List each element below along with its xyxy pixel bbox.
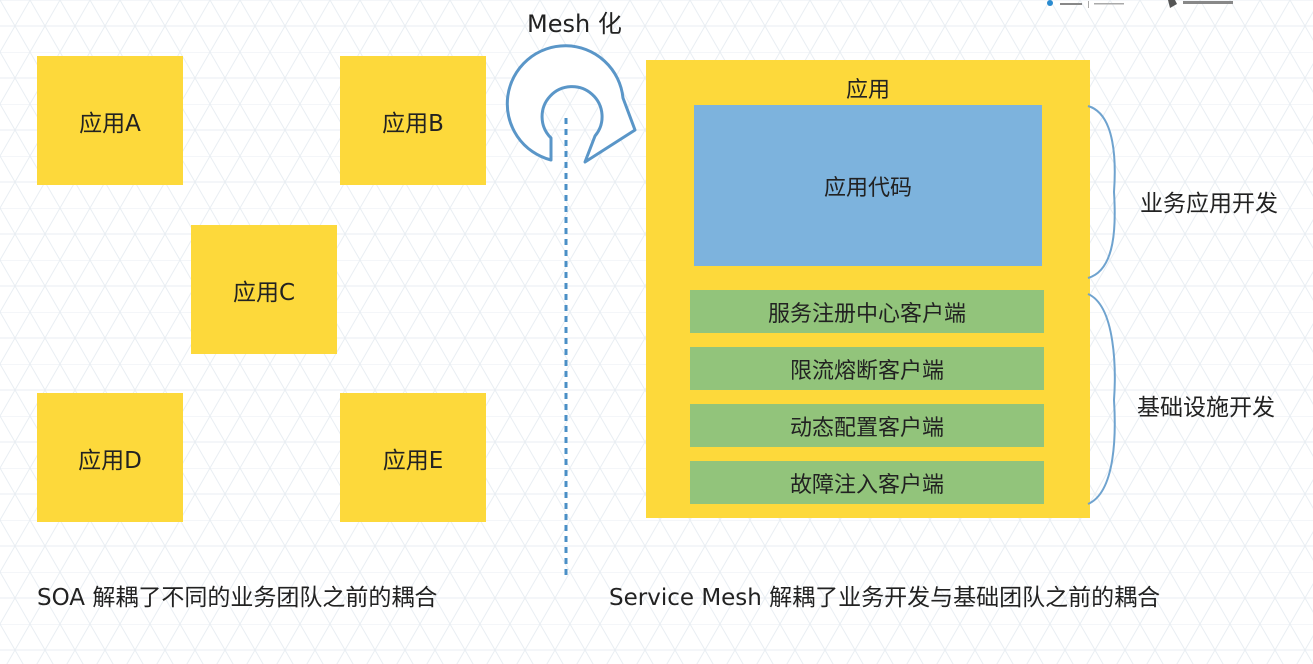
app-e-box: 应用E — [340, 393, 486, 522]
brace-business — [1087, 105, 1116, 279]
sofastack-logo-icon — [1168, 0, 1233, 8]
app-a-box: 应用A — [37, 56, 183, 185]
mesh-app-container: 应用 应用代码 服务注册中心客户端 限流熔断客户端 动态配置客户端 故障注入客户… — [646, 60, 1090, 518]
ant-financial-logo-icon — [1047, 0, 1124, 8]
infra-item-fault-injection-client: 故障注入客户端 — [690, 461, 1044, 504]
infra-item-rate-limit-client: 限流熔断客户端 — [690, 347, 1044, 390]
mesh-label: Mesh 化 — [527, 10, 622, 38]
infra-item-registry-client: 服务注册中心客户端 — [690, 290, 1044, 333]
mesh-caption: Service Mesh 解耦了业务开发与基础团队之前的耦合 — [609, 585, 1161, 611]
divider-line — [564, 118, 568, 580]
brace-label-infra: 基础设施开发 — [1137, 395, 1275, 421]
infra-item-config-client: 动态配置客户端 — [690, 404, 1044, 447]
app-d-box: 应用D — [37, 393, 183, 522]
brace-label-business: 业务应用开发 — [1140, 191, 1278, 217]
app-c-box: 应用C — [191, 225, 337, 354]
app-title: 应用 — [845, 78, 890, 103]
circular-arrow-icon — [505, 44, 637, 164]
app-code-box: 应用代码 — [694, 105, 1042, 266]
brace-infra — [1087, 293, 1116, 505]
soa-caption: SOA 解耦了不同的业务团队之前的耦合 — [37, 585, 438, 611]
app-b-box: 应用B — [340, 56, 486, 185]
